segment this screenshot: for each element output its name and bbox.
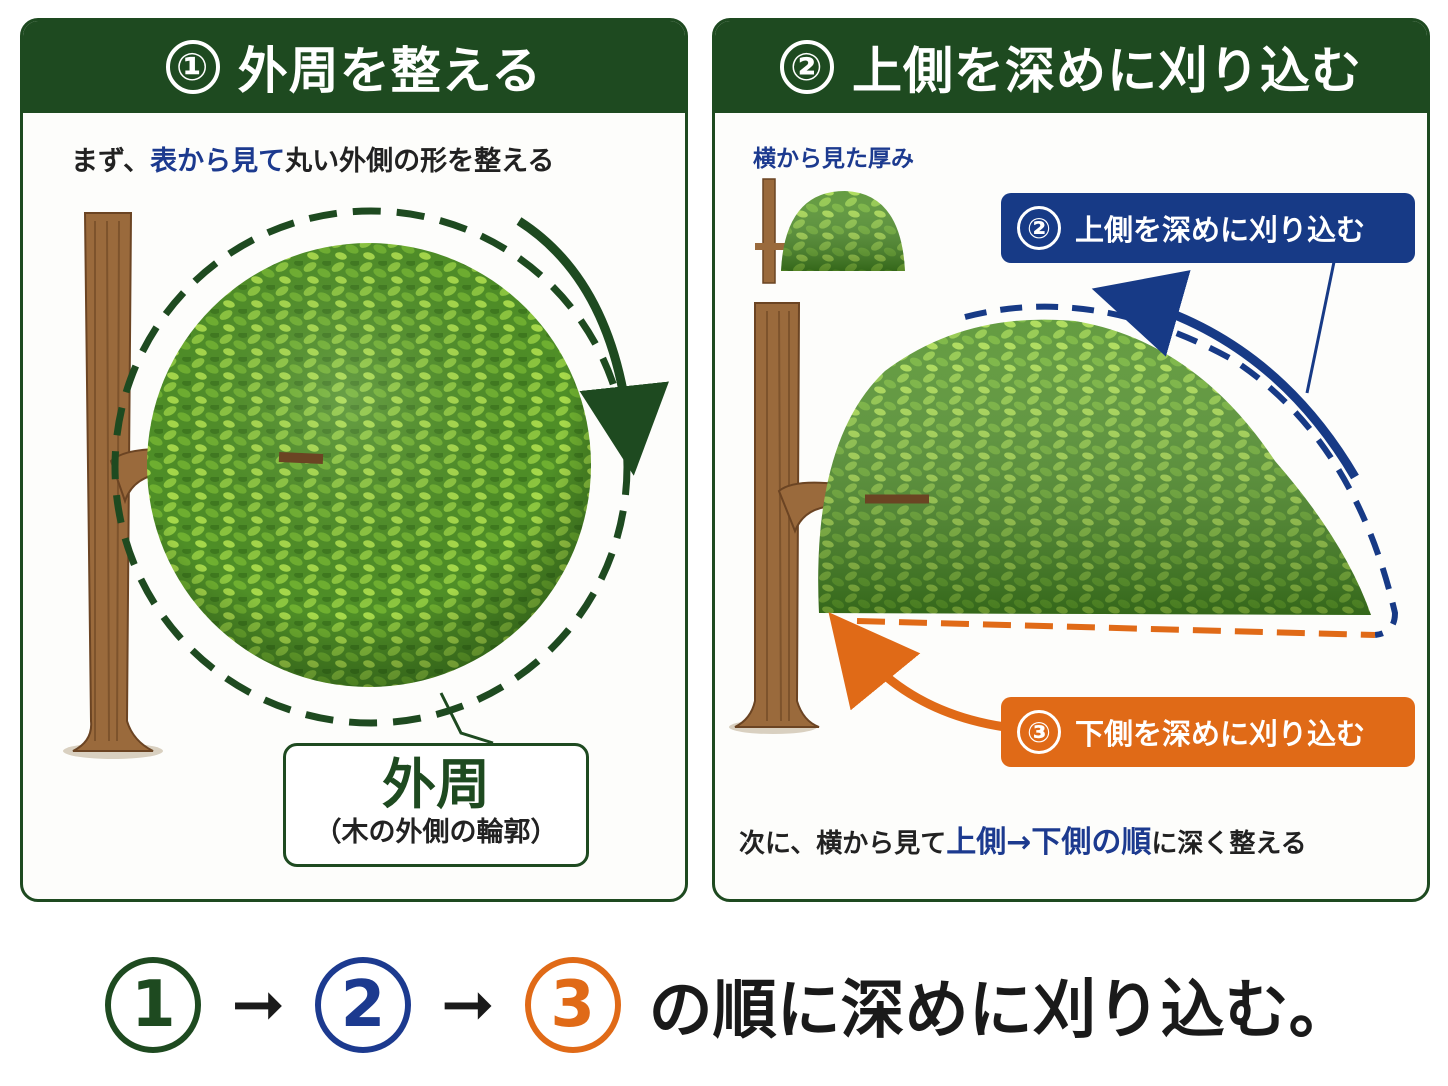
step-1-badge: 1 — [105, 957, 202, 1053]
outer-label-subtitle: （木の外側の輪郭） — [314, 817, 558, 848]
panel1-caption: まず、表から見て丸い外側の形を整える — [71, 139, 554, 178]
lower-dashed-outline — [856, 618, 1376, 638]
side-view-label: 横から見た厚み — [753, 146, 914, 172]
step-3-badge: 3 — [524, 957, 621, 1053]
caption-highlight: 上側→下側の順 — [946, 825, 1152, 860]
panel1-header: ① 外周を整える — [23, 21, 685, 113]
panel-upper-cut: ② 上側を深めに刈り込む 横から見た厚み — [712, 18, 1430, 902]
panel2-number: ② — [780, 40, 834, 94]
arrow-right-icon: ➞ — [231, 968, 285, 1042]
callout-lower-text: 下側を深めに刈り込む — [1075, 717, 1366, 751]
panel1-title: 外周を整える — [237, 42, 543, 100]
step-2-badge: 2 — [315, 957, 411, 1053]
caption-pre: 次に、横から見て — [739, 829, 947, 859]
caption-highlight: 表から見て — [150, 146, 286, 177]
clockwise-arrow-icon — [516, 217, 669, 476]
order-summary-text: の順に深めに刈り込む。 — [648, 974, 1353, 1048]
curved-arrow-icon — [828, 612, 1006, 732]
panel2-header: ② 上側を深めに刈り込む — [715, 21, 1427, 113]
panel1-number: ① — [165, 40, 220, 94]
outer-label-box: 外周 （木の外側の輪郭） — [283, 743, 589, 867]
callout-lower-cut: ③ 下側を深めに刈り込む — [1001, 697, 1415, 767]
callout-lower-number: ③ — [1017, 710, 1061, 754]
order-summary: 1 ➞ 2 ➞ 3 の順に深めに刈り込む。 — [0, 940, 1448, 1070]
caption-pre: まず、 — [71, 146, 151, 177]
callout-upper-text: 上側を深めに刈り込む — [1075, 213, 1366, 247]
bush-dome-icon — [818, 319, 1371, 615]
arrow-right-icon: ➞ — [441, 968, 495, 1042]
bush-thumbnail-icon — [755, 178, 905, 284]
caption-post: に深く整える — [1151, 829, 1307, 859]
panel-outer-shape: ① 外周を整える まず、表から見て丸い外側の形を整える — [20, 18, 688, 902]
round-tree-illustration — [63, 207, 669, 759]
outer-label-title: 外周 — [382, 753, 490, 816]
bush-round-icon — [147, 243, 591, 687]
side-view-illustration — [729, 178, 1399, 734]
curved-arrow-icon — [1091, 270, 1359, 480]
upper-dashed-outline — [964, 303, 1399, 638]
panel2-title: 上側を深めに刈り込む — [852, 42, 1362, 100]
callout-upper-cut: ② 上側を深めに刈り込む — [1001, 193, 1415, 263]
caption-post: 丸い外側の形を整える — [285, 146, 555, 177]
callout-upper-number: ② — [1017, 206, 1061, 250]
panel2-caption: 次に、横から見て上側→下側の順に深く整える — [739, 817, 1307, 861]
